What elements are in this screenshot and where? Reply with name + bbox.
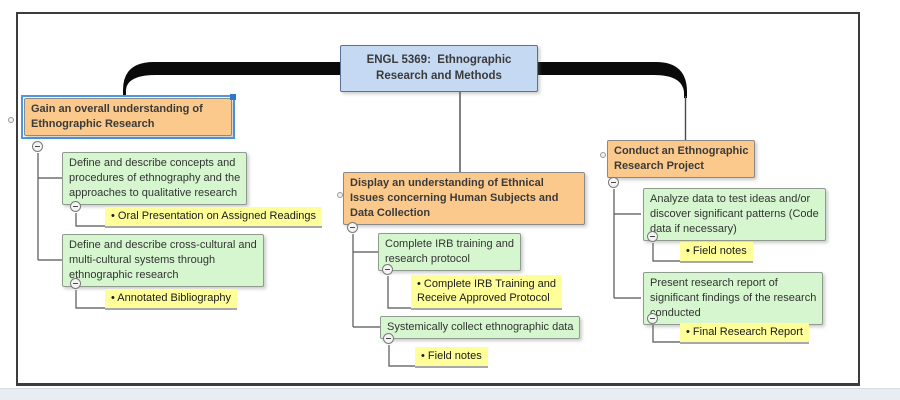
collapse-minus-icon[interactable] (383, 333, 394, 344)
connection-point-icon (600, 152, 606, 158)
connection-point-icon (8, 117, 14, 123)
subtopic-analyze-data[interactable]: Analyze data to test ideas and/or discov… (643, 188, 826, 241)
collapse-minus-icon[interactable] (347, 222, 358, 233)
branch-topic-research-project[interactable]: Conduct an Ethnographic Research Project (607, 140, 756, 178)
subtopic-collect-data[interactable]: Systemically collect ethnographic data (380, 316, 581, 339)
collapse-minus-icon[interactable] (70, 278, 81, 289)
collapse-minus-icon[interactable] (608, 177, 619, 188)
collapse-minus-icon[interactable] (382, 264, 393, 275)
branch-topic-overall-understanding[interactable]: Gain an overall understanding of Ethnogr… (24, 98, 232, 136)
subtopic-define-concepts[interactable]: Define and describe concepts and procedu… (62, 152, 248, 205)
subtopic-irb-training[interactable]: Complete IRB training and research proto… (378, 233, 522, 271)
selection-frame: Gain an overall understanding of Ethnogr… (21, 94, 236, 139)
task-oral-presentation[interactable]: • Oral Presentation on Assigned Readings (105, 207, 323, 228)
task-final-research-report[interactable]: • Final Research Report (680, 323, 809, 344)
collapse-minus-icon[interactable] (647, 231, 658, 242)
collapse-minus-icon[interactable] (32, 141, 43, 152)
selection-corner-handle-icon (230, 94, 236, 100)
connection-point-icon (337, 192, 343, 198)
task-field-notes-center[interactable]: • Field notes (415, 347, 488, 368)
collapse-minus-icon[interactable] (70, 201, 81, 212)
task-complete-irb[interactable]: • Complete IRB Training and Receive Appr… (411, 275, 562, 310)
branch-topic-ethical-issues[interactable]: Display an understanding of Ethnical Iss… (343, 172, 585, 225)
root-topic[interactable]: ENGL 5369: Ethnographic Research and Met… (340, 45, 538, 93)
task-field-notes-right[interactable]: • Field notes (680, 242, 753, 263)
task-annotated-bibliography[interactable]: • Annotated Bibliography (105, 289, 238, 310)
subtopic-cross-cultural[interactable]: Define and describe cross-cultural and m… (62, 234, 264, 287)
collapse-minus-icon[interactable] (647, 313, 658, 324)
bottom-strip (0, 388, 900, 400)
subtopic-present-report[interactable]: Present research report of significant f… (643, 272, 824, 325)
